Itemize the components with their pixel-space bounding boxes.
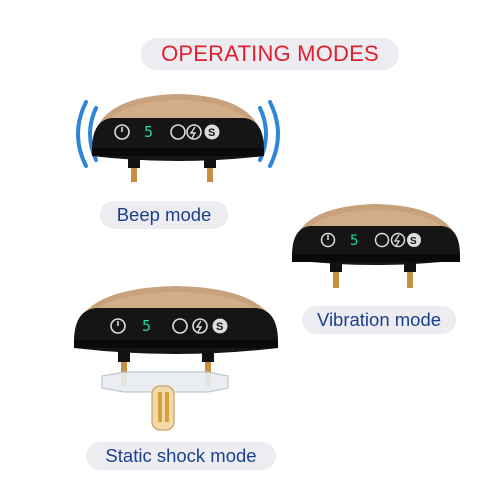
vibrate-icon	[374, 232, 390, 248]
display-digit: 5	[144, 123, 153, 141]
display-digit: 5	[350, 233, 358, 249]
vibrate-icon	[170, 124, 186, 140]
bolt-icon	[186, 124, 202, 140]
title-banner: OPERATING MODES	[141, 38, 399, 70]
collar-device-static: 5 S	[68, 280, 284, 436]
mode-label-beep: Beep mode	[100, 201, 228, 229]
bolt-icon	[390, 232, 406, 248]
bolt-icon	[192, 318, 208, 334]
s-button-icon	[204, 124, 220, 140]
mode-label-static: Static shock mode	[86, 442, 276, 470]
page-title: OPERATING MODES	[161, 41, 379, 66]
collar-device-vibration: 5 S	[286, 196, 466, 298]
mode-label-vibration: Vibration mode	[302, 306, 456, 334]
svg-text:S: S	[410, 236, 417, 247]
display-digit: 5	[142, 317, 151, 335]
svg-text:S: S	[208, 127, 215, 139]
power-icon	[110, 318, 126, 334]
vibrate-icon	[172, 318, 188, 334]
collar-device-beep: 5 S	[72, 84, 284, 200]
power-icon	[320, 232, 336, 248]
power-icon	[114, 124, 130, 140]
s-button-icon	[212, 318, 228, 334]
test-light-tool	[101, 371, 229, 431]
svg-text:S: S	[216, 321, 223, 333]
s-button-icon	[407, 233, 421, 247]
